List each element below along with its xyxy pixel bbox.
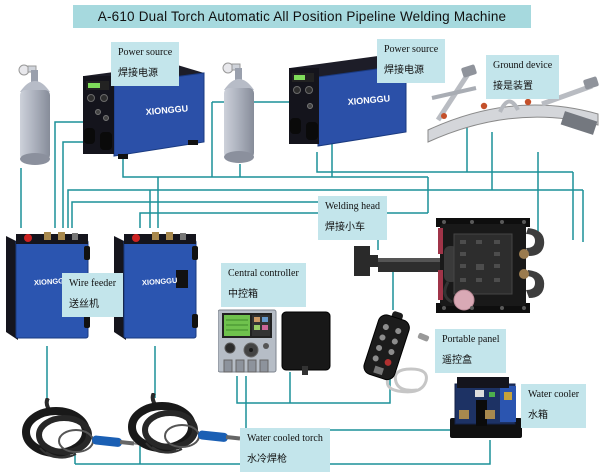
label-ground-device-en: Ground device [493,60,553,71]
label-water-cooled-torch-zh: 水冷焊枪 [247,454,287,465]
wire-feeder-2: XIONGGU [112,226,206,346]
welding-head [352,208,550,316]
label-wire-feeder-zh: 送丝机 [69,299,99,310]
label-power-source-1-en: Power source [118,47,173,58]
label-wire-feeder-en: Wire feeder [69,278,117,289]
gas-cylinder-1 [14,58,56,170]
gas-cylinder-2 [218,56,260,168]
label-central-controller: Central controller 中控箱 [221,263,306,307]
label-portable-panel-zh: 遥控盒 [442,355,472,366]
label-power-source-2: Power source 焊接电源 [377,39,446,83]
brand-logo-text: XIONGGU [142,276,178,287]
label-ground-device: Ground device 接是装置 [486,55,560,99]
label-welding-head-en: Welding head [325,201,381,212]
brand-logo-text: XIONGGU [34,276,70,287]
label-power-source-1-zh: 焊接电源 [118,68,158,79]
label-welding-head: Welding head 焊接小车 [318,196,388,240]
label-water-cooler: Water cooler 水箱 [521,384,587,428]
brand-logo-text: XIONGGU [145,103,188,117]
label-power-source-2-zh: 焊接电源 [384,65,424,76]
label-power-source-2-en: Power source [384,44,439,55]
water-cooler [448,372,526,442]
central-controller [218,304,332,378]
label-central-controller-zh: 中控箱 [228,289,258,300]
water-cooled-torch-1 [12,398,144,462]
label-portable-panel-en: Portable panel [442,334,500,345]
brand-logo-text: XIONGGU [347,93,390,107]
label-power-source-1: Power source 焊接电源 [111,42,180,86]
label-water-cooled-torch-en: Water cooled torch [247,433,323,444]
portable-panel [356,310,444,394]
diagram-title: A-610 Dual Torch Automatic All Position … [73,5,531,28]
label-ground-device-zh: 接是装置 [493,81,533,92]
water-cooled-torch-2 [118,393,250,457]
label-welding-head-zh: 焊接小车 [325,222,365,233]
label-portable-panel: Portable panel 遥控盒 [435,329,507,373]
ground-device [424,58,602,158]
label-central-controller-en: Central controller [228,268,299,279]
label-water-cooler-en: Water cooler [528,389,580,400]
label-water-cooled-torch: Water cooled torch 水冷焊枪 [240,428,330,472]
label-wire-feeder: Wire feeder 送丝机 [62,273,124,317]
label-water-cooler-zh: 水箱 [528,410,548,421]
